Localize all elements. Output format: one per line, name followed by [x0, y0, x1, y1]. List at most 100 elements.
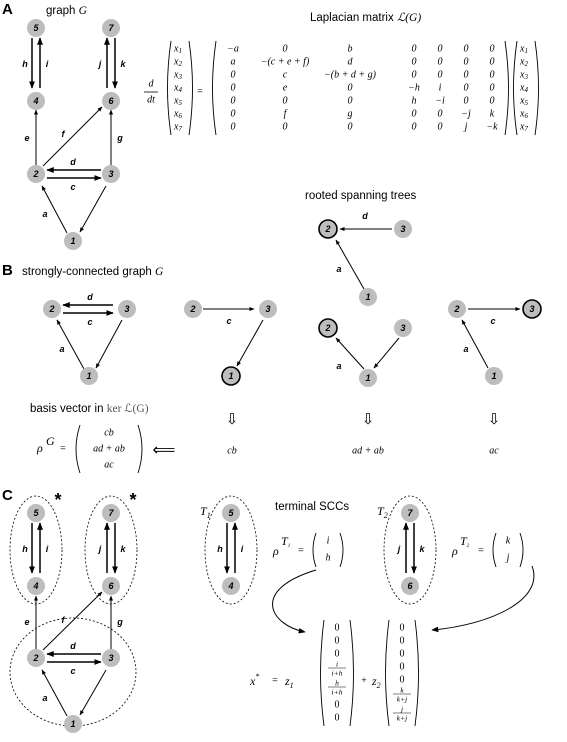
state-vector-left-entry: x2 [173, 57, 182, 69]
panel-letter-c: C [2, 487, 13, 504]
node-5: 5 [222, 504, 240, 522]
matrix-cell: −j [461, 109, 471, 120]
svg-text:c: c [70, 666, 75, 676]
panel-letter-a: A [2, 1, 13, 18]
svg-text:z2: z2 [371, 674, 381, 690]
curve-arrow-t1 [272, 569, 317, 634]
svg-text:i: i [241, 544, 244, 554]
svg-text:T2: T2 [377, 504, 388, 520]
node-2: 2 [27, 165, 45, 183]
matrix-cell: 0 [490, 83, 495, 94]
svg-text:3: 3 [400, 323, 405, 333]
matrix-title: Laplacian matrix ℒ(G) [310, 12, 421, 24]
spanning-tree-root-2-b: a 2 3 1 [318, 318, 412, 387]
svg-text:=: = [272, 676, 278, 687]
matrix-cell: 0 [348, 83, 353, 94]
node-3: 3 [102, 649, 120, 667]
svg-text:cb: cb [104, 428, 113, 439]
state-vector-right-entry: x1 [519, 44, 528, 56]
svg-text:g: g [116, 133, 123, 143]
v2-entry: 0 [400, 649, 405, 660]
node-2: 2 [27, 649, 45, 667]
node-1: 1 [359, 369, 377, 387]
v1-entry: 0 [335, 700, 340, 711]
svg-text:=: = [60, 444, 66, 455]
terminal-scc-t2: T2 j k 7 6 [377, 495, 437, 605]
tree-weights: ⇩ cb ⇩ ad + ab ⇩ ac [226, 410, 501, 457]
svg-text:c: c [226, 316, 231, 326]
matrix-cell: 0 [231, 96, 236, 107]
basis-title: basis vector in ker ℒ(G) [30, 403, 149, 415]
svg-text:cb: cb [227, 446, 236, 457]
svg-text:=: = [197, 87, 203, 98]
root-node-2: 2 [318, 318, 338, 338]
svg-text:ad + ab: ad + ab [352, 446, 384, 457]
svg-text:x*: x* [249, 672, 259, 688]
svg-text:4: 4 [32, 581, 38, 591]
svg-text:3: 3 [108, 653, 113, 663]
state-vector-right-entry: x2 [519, 57, 528, 69]
svg-text:ac: ac [104, 460, 114, 471]
svg-text:3: 3 [108, 169, 113, 179]
matrix-cell: a [231, 57, 236, 68]
node-5: 5 [27, 504, 45, 522]
svg-text:7: 7 [108, 23, 114, 33]
node-4: 4 [222, 577, 240, 595]
v2-numerator: k [400, 686, 404, 695]
svg-text:j: j [397, 544, 401, 554]
root-node-1: 1 [221, 366, 241, 386]
svg-text:2: 2 [189, 304, 195, 314]
v1-entry: 0 [335, 649, 340, 660]
v2-denominator: k+j [397, 695, 407, 704]
matrix-cell: j [463, 122, 468, 133]
svg-text:k: k [120, 59, 126, 69]
svg-text:3: 3 [265, 304, 270, 314]
state-vector-right-entry: x3 [519, 70, 528, 82]
svg-text:a: a [42, 693, 47, 703]
matrix-cell: 0 [283, 122, 288, 133]
svg-text:=: = [298, 546, 304, 557]
svg-text:⇩: ⇩ [226, 410, 239, 428]
svg-text:k: k [506, 536, 511, 547]
trees-title: rooted spanning trees [305, 190, 416, 202]
node-4: 4 [27, 92, 45, 110]
svg-text:ρ: ρ [272, 544, 279, 558]
matrix-cell: −i [435, 96, 445, 107]
svg-text:h: h [217, 544, 223, 554]
svg-text:j: j [505, 553, 510, 564]
matrix-cell: h [412, 96, 417, 107]
v1-entry: 0 [335, 636, 340, 647]
svg-text:3: 3 [529, 304, 534, 314]
svg-text:6: 6 [108, 96, 114, 106]
svg-text:f: f [62, 615, 66, 625]
svg-text:d: d [362, 211, 368, 221]
node-2: 2 [448, 300, 466, 318]
graph-c: * * h i j k e f g d c a 5 7 4 6 2 3 1 [9, 490, 138, 733]
v1-denominator: i+h [332, 688, 343, 697]
svg-text:ad + ab: ad + ab [93, 444, 125, 455]
svg-text:i: i [46, 544, 49, 554]
node-2: 2 [43, 300, 61, 318]
matrix-cell: −(b + d + g) [324, 70, 377, 81]
panel-letter-b: B [2, 262, 13, 279]
matrix-cell: 0 [438, 122, 443, 133]
graph-title: graph G [46, 5, 88, 17]
svg-text:ρ: ρ [36, 441, 43, 455]
matrix-cell: −a [227, 44, 239, 55]
svg-text:f: f [62, 129, 66, 139]
v1-entry: 0 [335, 623, 340, 634]
v1-denominator: i+h [332, 669, 343, 678]
node-2: 2 [184, 300, 202, 318]
svg-text:2: 2 [324, 323, 330, 333]
state-vector-right-entry: x6 [519, 109, 528, 121]
matrix-cell: 0 [283, 44, 288, 55]
matrix-cell: 0 [438, 109, 443, 120]
svg-text:c: c [70, 182, 75, 192]
node-1: 1 [359, 288, 377, 306]
